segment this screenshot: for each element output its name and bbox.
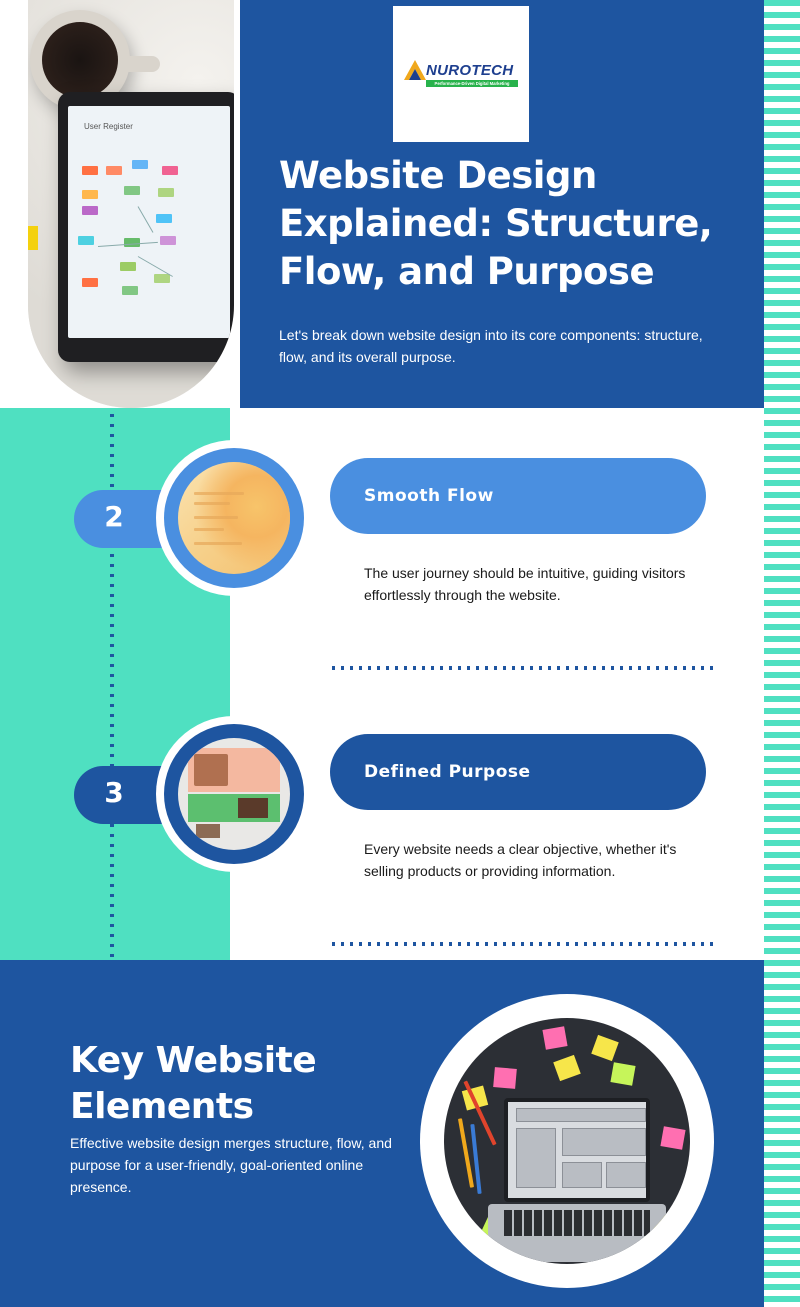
keyboard-keys [504,1210,650,1236]
dotted-divider [332,942,718,946]
step-number: 2 [104,500,124,533]
laptop-keyboard [488,1204,666,1262]
diagram-node [154,274,170,283]
step-number: 3 [104,776,124,809]
hero-section: User Register [0,0,764,408]
photo-line [194,502,230,505]
wireframe-block [562,1162,602,1188]
page-title: Website Design Explained: Structure, Flo… [279,154,713,293]
photo-line [194,492,244,495]
photo-line [194,516,238,519]
diagram-node [106,166,122,175]
wireframe-block [606,1162,646,1188]
coffee-cup-image [30,10,130,110]
striped-border [764,0,800,1307]
diagram-node [82,190,98,199]
tablet-screen-title: User Register [84,122,133,131]
diagram-node [122,286,138,295]
diagram-node [82,278,98,287]
wireframe-block [516,1108,646,1122]
sticky-note [553,1054,581,1082]
step-image-ring [156,440,312,596]
ring-inner [164,448,304,588]
diagram-node [124,238,140,247]
diagram-node [132,160,148,169]
sticky-note-image [28,226,38,250]
photo-block [238,798,268,818]
page-subtitle: Let's break down website design into its… [279,327,703,365]
photo-line [194,528,224,531]
brand-name: NUROTECH [426,62,514,79]
sticky-note [493,1067,517,1089]
laptop-image-ring [420,994,714,1288]
sticky-note [660,1126,686,1150]
cup-handle [120,56,160,72]
step-image-ring [156,716,312,872]
vertical-dotted-line [110,414,114,960]
diagram-node [162,166,178,175]
diagram-node [82,166,98,175]
step-title: Defined Purpose [364,762,531,782]
diagram-node [120,262,136,271]
diagram-node [160,236,176,245]
sticky-note [610,1062,636,1086]
wireframe-block [562,1128,646,1156]
sticky-note [542,1026,568,1050]
key-description: Effective website design merges structur… [70,1135,392,1195]
triangle-logo-icon [404,60,426,80]
tablet-image: User Register [58,92,234,362]
diagram-node [158,188,174,197]
photo-content [178,462,290,574]
ring-inner [164,724,304,864]
hero-tablet-photo: User Register [28,0,234,408]
diagram-connector [137,206,154,233]
step-title-pill [330,734,706,810]
photo-block [194,754,228,786]
step-description: The user journey should be intuitive, gu… [364,565,686,603]
diagram-node [156,214,172,223]
wireframe-block [516,1128,556,1188]
flow-wireframe-image [178,462,290,574]
brand-logo[interactable]: NUROTECH Performance-Driven Digital Mark… [393,6,529,142]
photo-line [194,542,242,545]
purpose-website-image [178,738,290,850]
brand-tagline: Performance-Driven Digital Marketing [426,80,518,87]
sticky-note [591,1034,619,1062]
tablet-screen: User Register [68,106,230,338]
step-description: Every website needs a clear objective, w… [364,841,677,879]
diagram-node [78,236,94,245]
diagram-node [82,206,98,215]
laptop-screen [504,1098,650,1202]
diagram-node [124,186,140,195]
key-title: Key Website Elements [70,1040,317,1127]
dotted-divider [332,666,718,670]
step-title-pill [330,458,706,534]
laptop-wireframe-image [444,1018,690,1264]
photo-content [178,738,290,850]
photo-block [196,824,220,838]
step-title: Smooth Flow [364,486,494,506]
